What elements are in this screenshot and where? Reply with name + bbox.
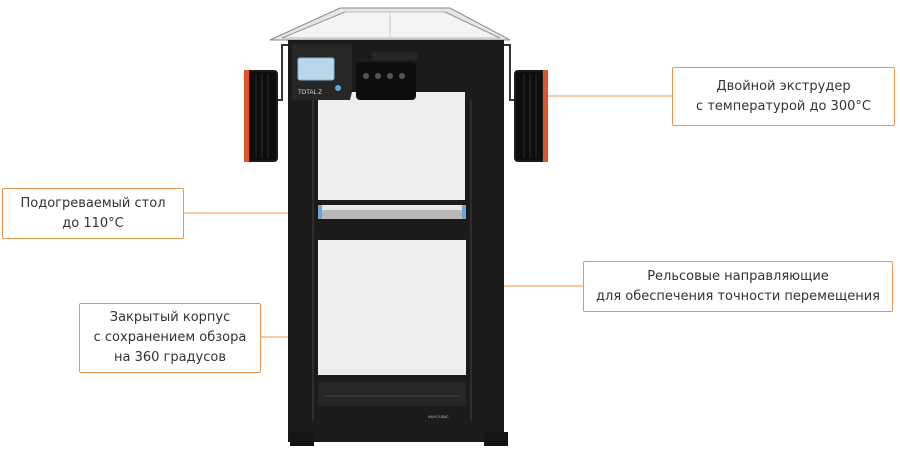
callout-closed-case: Закрытый корпус с сохранением обзора на … (79, 303, 261, 373)
callout-heated-bed: Подогреваемый стол до 110°C (2, 188, 184, 239)
callout-case-line1: Закрытый корпус (109, 310, 231, 325)
callout-rails-line2: для обеспечения точности перемещения (596, 288, 880, 304)
brand-logo: TOTAL Z (298, 90, 322, 96)
callout-extruder-line2: с температурой до 300°C (696, 98, 871, 114)
callout-bed-line1: Подогреваемый стол (20, 195, 166, 211)
model-logo: ANYCUBIC (428, 414, 449, 419)
right-spool (514, 70, 548, 162)
left-spool (244, 70, 278, 162)
display-screen (297, 57, 335, 81)
callout-rail-guides: Рельсовые направляющие для обеспечения т… (583, 261, 893, 312)
callout-dual-extruder: Двойной экструдер с температурой до 300°… (672, 67, 895, 126)
callout-bed-line2: до 110°C (62, 215, 124, 231)
callout-rails-line1: Рельсовые направляющие (647, 268, 829, 284)
callout-extruder-line1: Двойной экструдер (716, 78, 851, 94)
extruder-head (356, 52, 418, 100)
printer-frame (288, 40, 508, 446)
callout-case-line2: с сохранением обзора (93, 330, 247, 345)
callout-case-line3: на 360 градусов (113, 350, 227, 365)
control-knob (335, 85, 341, 91)
heated-bed (318, 205, 466, 234)
top-lid (269, 7, 511, 41)
